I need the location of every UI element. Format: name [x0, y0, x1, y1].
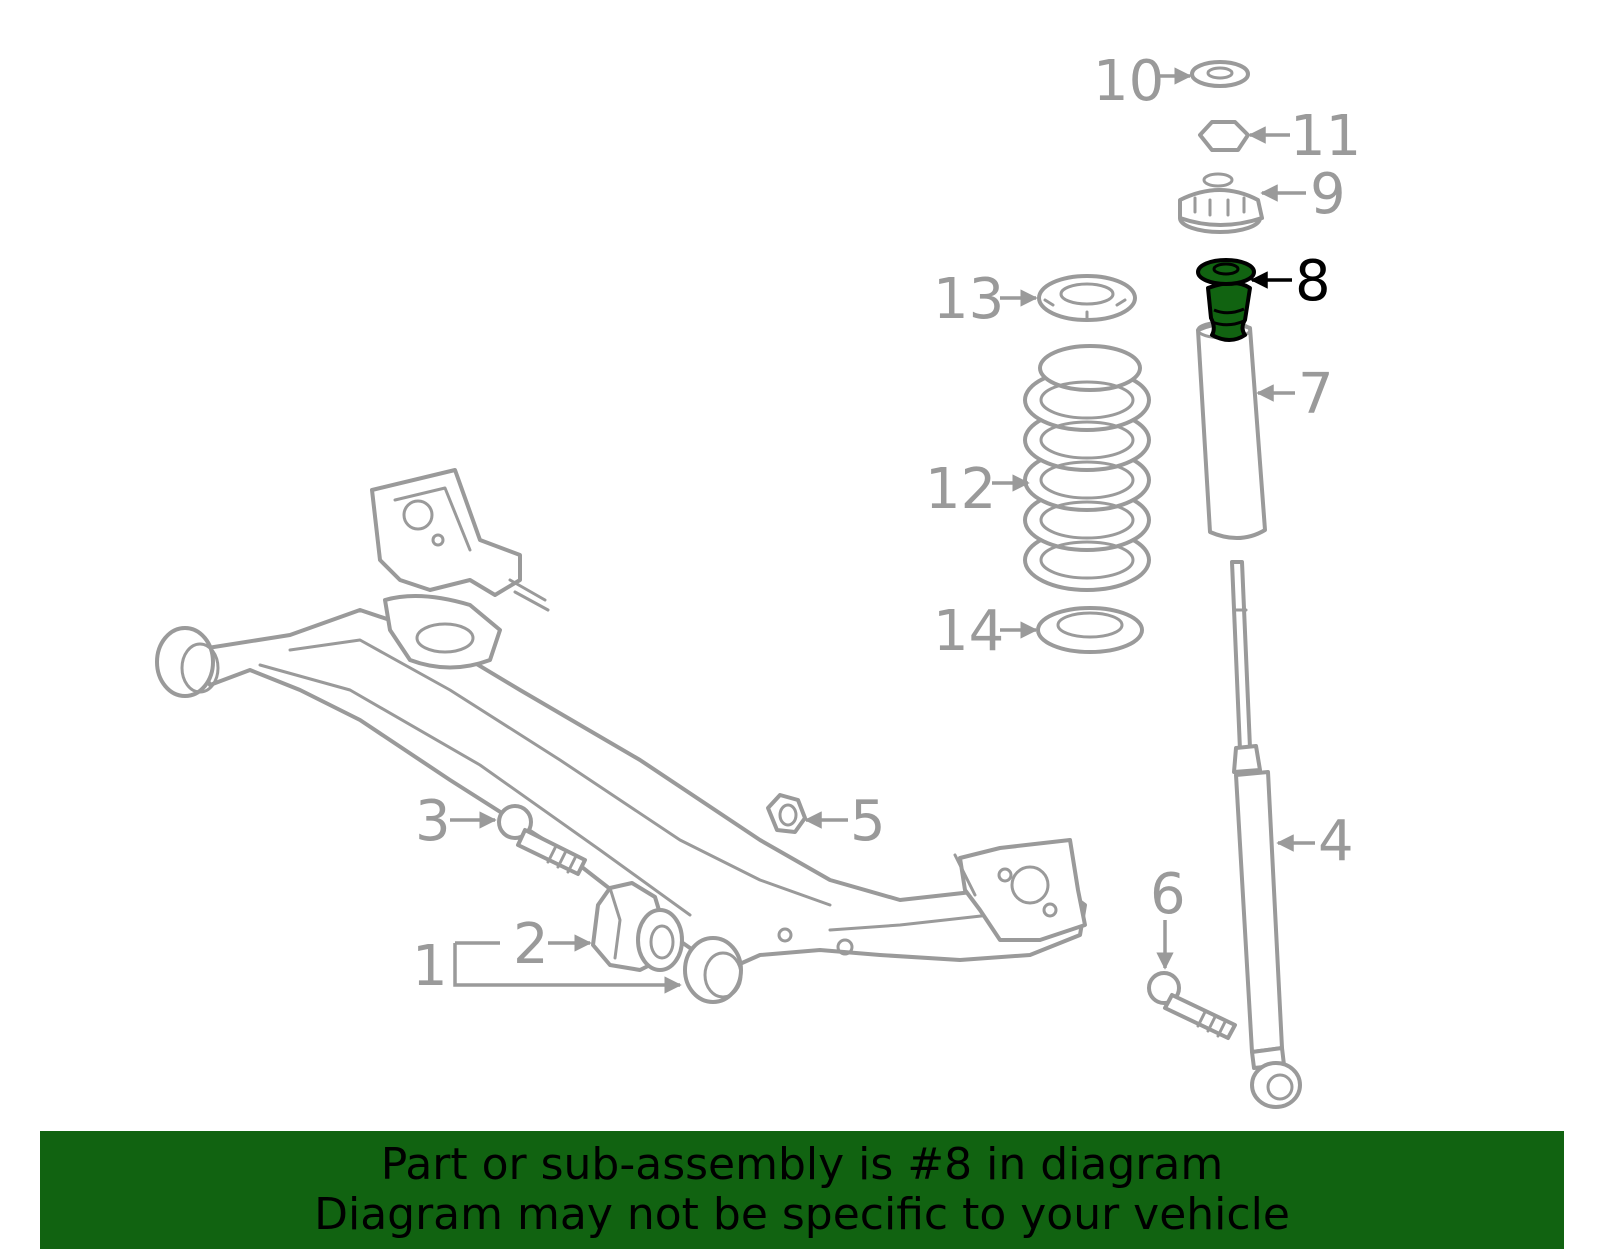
- banner-disclaimer: Diagram may not be specific to your vehi…: [314, 1189, 1290, 1240]
- dust-cover-part-7: [1196, 320, 1267, 540]
- nut-part-5: [766, 793, 807, 834]
- callout-10: 10: [1093, 49, 1164, 114]
- bump-stop-part-8: [1196, 258, 1256, 342]
- callout-6: 6: [1150, 862, 1186, 927]
- callout-2: 2: [513, 912, 549, 977]
- callout-8: 8: [1295, 249, 1331, 314]
- info-banner: Part or sub-assembly is #8 in diagram Di…: [40, 1131, 1564, 1249]
- shock-absorber-part-4: [1230, 560, 1302, 1109]
- callout-11: 11: [1290, 104, 1361, 169]
- banner-part-note: Part or sub-assembly is #8 in diagram: [380, 1139, 1224, 1190]
- callout-1: 1: [412, 934, 448, 999]
- bolt-part-6: [1147, 971, 1237, 1040]
- callout-12: 12: [925, 457, 996, 522]
- spring-seat-part-14: [1036, 606, 1144, 654]
- nut-part-11: [1198, 120, 1250, 152]
- callout-numbers: 1 2 3 4 5 6 7 8 9 10 11 12 13 14: [412, 49, 1361, 999]
- callout-3: 3: [415, 789, 451, 854]
- callout-13: 13: [933, 267, 1004, 332]
- leader-arrows: [450, 67, 1315, 994]
- bushing-part-2: [591, 881, 684, 972]
- callout-5: 5: [850, 789, 886, 854]
- leader-1b: [453, 943, 682, 994]
- callout-4: 4: [1318, 809, 1354, 874]
- callout-9: 9: [1310, 162, 1346, 227]
- washer-part-10: [1190, 60, 1250, 88]
- spring-seat-part-13: [1037, 274, 1137, 322]
- axle-beam-part-1: [155, 468, 1087, 1004]
- strut-mount-part-9: [1178, 172, 1264, 234]
- callout-14: 14: [933, 599, 1004, 664]
- coil-spring-part-12: [1023, 344, 1151, 592]
- callout-7: 7: [1298, 362, 1334, 427]
- bolt-part-3: [497, 804, 587, 876]
